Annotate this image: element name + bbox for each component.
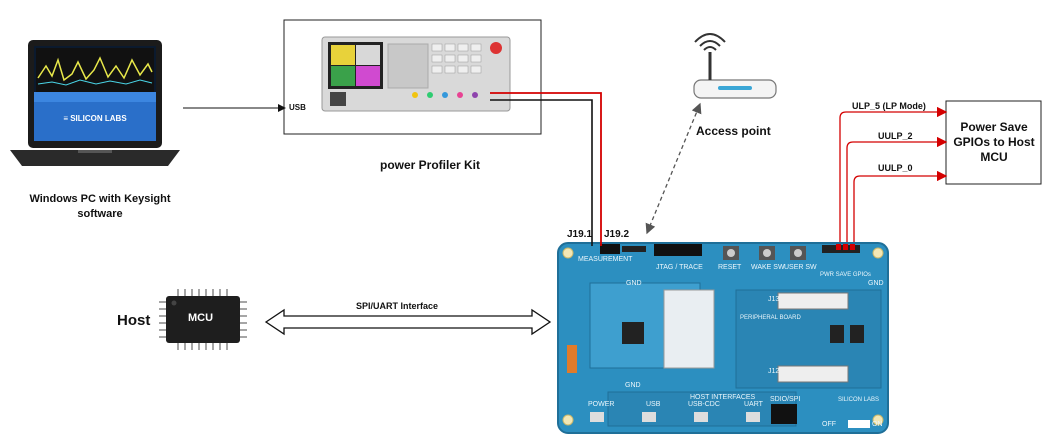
windows-pc-label: Windows PC with Keysight software bbox=[29, 193, 171, 220]
board-on-text: ON bbox=[872, 421, 883, 428]
board-gnd-text-2: GND bbox=[868, 280, 884, 287]
board-gnd-text-3: GND bbox=[625, 382, 641, 389]
uulp2-label: UULP_2 bbox=[878, 131, 913, 141]
board-usb-cdc-text: USB-CDC bbox=[688, 401, 720, 408]
wifi-link-arrow bbox=[645, 102, 702, 235]
ulp5-label: ULP_5 (LP Mode) bbox=[852, 101, 926, 111]
board-usb-text: USB bbox=[646, 401, 661, 408]
board-j13-text: J13 bbox=[768, 296, 780, 303]
board-reset-text: RESET bbox=[718, 264, 742, 271]
power-profiler-label: power Profiler Kit bbox=[380, 158, 481, 172]
usb-label: USB bbox=[289, 103, 306, 112]
gpio-lines bbox=[839, 106, 948, 244]
mcu-chip-label: MCU bbox=[188, 312, 214, 324]
access-point-label: Access point bbox=[696, 124, 771, 138]
board-pwr-save-text: PWR SAVE GPIOs bbox=[820, 272, 871, 278]
uulp0-label: UULP_0 bbox=[878, 163, 913, 173]
laptop-icon: ≡ SILICON LABS bbox=[10, 40, 180, 166]
board-power-text: POWER bbox=[588, 401, 615, 408]
board-peripheral-text: PERIPHERAL BOARD bbox=[740, 315, 801, 321]
power-analyzer-icon bbox=[321, 36, 511, 112]
board-host-interfaces-text: HOST INTERFACES bbox=[690, 394, 756, 401]
dev-board bbox=[557, 242, 889, 434]
board-off-text: OFF bbox=[822, 421, 836, 428]
svg-text:≡ SILICON LABS: ≡ SILICON LABS bbox=[63, 114, 127, 123]
mcu-chip-icon bbox=[159, 289, 247, 350]
router-icon bbox=[693, 33, 777, 99]
board-wake-text: WAKE SW bbox=[751, 264, 785, 271]
host-label: Host bbox=[117, 312, 151, 329]
spi-uart-label: SPI/UART Interface bbox=[356, 301, 439, 311]
j19-2-label: J19.2 bbox=[604, 229, 630, 240]
board-sdio-spi-text: SDIO/SPI bbox=[770, 396, 801, 403]
board-gnd-text-1: GND bbox=[626, 280, 642, 287]
board-uart-text: UART bbox=[744, 401, 763, 408]
board-measurement-text: MEASUREMENT bbox=[578, 256, 633, 263]
board-jtag-text: JTAG / TRACE bbox=[656, 264, 703, 271]
measurement-wires bbox=[490, 92, 602, 246]
j19-1-label: J19.1 bbox=[567, 229, 593, 240]
power-save-box-frame bbox=[945, 100, 1042, 185]
board-user-text: USER SW bbox=[784, 264, 817, 271]
power-save-box-label: Power Save GPIOs to Host MCU bbox=[953, 120, 1035, 164]
spi-uart-double-arrow bbox=[264, 308, 552, 336]
board-j12-text: J12 bbox=[768, 368, 780, 375]
board-brand-text: SILICON LABS bbox=[838, 397, 880, 403]
